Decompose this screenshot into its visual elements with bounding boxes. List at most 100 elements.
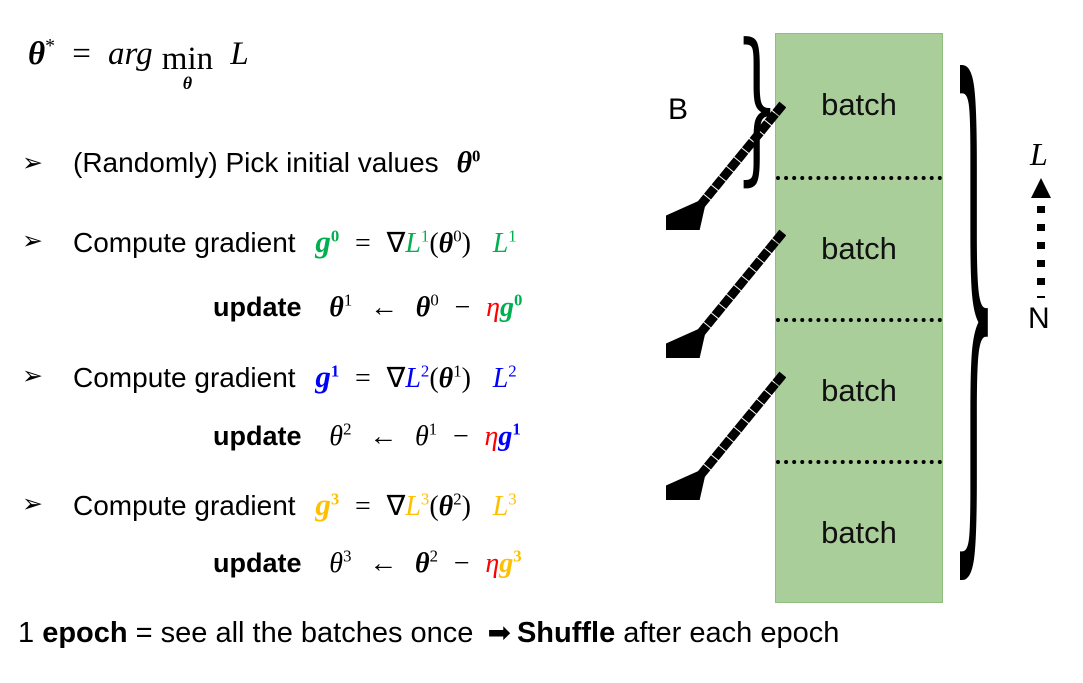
g0-symbol: g bbox=[315, 224, 331, 259]
bullet-row-gradient-1: Compute gradient g1 = ∇L2(θ1) L2 bbox=[73, 359, 517, 395]
L2-symbol: L bbox=[405, 363, 421, 394]
paren-close-3: ) bbox=[461, 491, 471, 522]
paren-open-3: ( bbox=[429, 491, 439, 522]
summary-tail: after each epoch bbox=[615, 617, 840, 649]
objective-equation: θ* = arg min θ L bbox=[28, 34, 249, 92]
min-operator-stack: min θ bbox=[161, 41, 214, 94]
up-dotted-arrow-icon bbox=[1031, 178, 1051, 298]
dotted-arrow-batch-2 bbox=[666, 229, 786, 358]
g3-update-symbol: g bbox=[499, 548, 514, 579]
theta3-superscript: 3 bbox=[343, 546, 352, 566]
gradient-equals-3: = bbox=[355, 491, 371, 522]
g3-update-superscript: 3 bbox=[513, 546, 522, 566]
paren-open-1: ( bbox=[429, 363, 439, 394]
label-total-loss-L: L bbox=[1030, 136, 1048, 172]
update-label-1: update bbox=[213, 421, 302, 451]
g0-update-superscript: 0 bbox=[513, 290, 523, 310]
update-row-0: update θ1 ← θ0 − ηg0 bbox=[213, 291, 522, 324]
theta0-symbol: θ bbox=[415, 292, 431, 323]
theta1-symbol: θ bbox=[329, 292, 344, 323]
tail-L3-superscript: 3 bbox=[508, 489, 517, 509]
batch-cell-3: batch bbox=[776, 318, 942, 460]
L2-superscript: 2 bbox=[420, 361, 430, 381]
batch-cell-1: batch bbox=[821, 87, 897, 122]
g1-update-superscript: 1 bbox=[512, 419, 521, 439]
bullet-row-gradient-0: Compute gradient g0 = ∇L1(θ0) L1 bbox=[73, 224, 517, 260]
bullet-marker-2: ➢ bbox=[22, 226, 43, 255]
tail-L3-symbol: L bbox=[492, 491, 509, 522]
theta2-arg-superscript: 2 bbox=[453, 489, 462, 509]
update-row-1: update θ2 ← θ1 − ηg1 bbox=[213, 420, 521, 453]
tail-L1-symbol: L bbox=[492, 228, 509, 259]
theta1-arg-superscript: 1 bbox=[453, 361, 462, 381]
tail-L2-superscript: 2 bbox=[508, 361, 517, 381]
label-dataset-size-N: N bbox=[1028, 302, 1050, 335]
min-operator: min bbox=[161, 41, 214, 78]
bullet-marker-1: ➢ bbox=[22, 148, 43, 177]
min-subscript-theta: θ bbox=[182, 73, 193, 94]
right-arrow-icon: ➡ bbox=[487, 616, 511, 649]
dotted-arrow-batch-3 bbox=[666, 371, 786, 500]
eta-symbol-0: η bbox=[486, 292, 500, 323]
tail-L1-superscript: 1 bbox=[508, 226, 517, 246]
gradient-equals-0: = bbox=[355, 228, 371, 259]
bullet-row-gradient-3: Compute gradient g3 = ∇L3(θ2) L3 bbox=[73, 487, 517, 523]
batch-column: batch batch batch batch bbox=[775, 33, 943, 603]
theta1-arg-symbol: θ bbox=[438, 363, 454, 394]
gradient-text-0: Compute gradient bbox=[73, 227, 296, 258]
theta1-superscript: 1 bbox=[343, 290, 353, 310]
L3-superscript: 3 bbox=[420, 489, 430, 509]
update-label-0: update bbox=[213, 292, 302, 322]
g3-superscript: 3 bbox=[330, 489, 340, 509]
batch-cell-2: batch bbox=[776, 176, 942, 318]
assign-arrow-1: ← bbox=[369, 421, 398, 452]
brace-dataset-size: } bbox=[951, 0, 997, 629]
nabla-icon-3: ∇ bbox=[386, 491, 406, 522]
summary-lead: 1 bbox=[18, 617, 43, 649]
minus-sign-0: − bbox=[454, 292, 471, 323]
eta-symbol-3: η bbox=[485, 548, 500, 579]
gradient-text-1: Compute gradient bbox=[73, 362, 296, 393]
theta-star-symbol: θ bbox=[28, 36, 46, 72]
assign-arrow-3: ← bbox=[369, 548, 398, 579]
initialize-text: (Randomly) Pick initial values bbox=[73, 147, 439, 178]
g1-superscript: 1 bbox=[330, 361, 340, 381]
minus-sign-3: − bbox=[453, 548, 470, 579]
star-superscript: * bbox=[45, 35, 56, 57]
theta1-old-symbol: θ bbox=[415, 421, 429, 452]
theta2-superscript: 2 bbox=[343, 419, 352, 439]
assign-arrow-0: ← bbox=[370, 292, 399, 323]
g1-symbol: g bbox=[315, 359, 331, 394]
summary-middle: = see all the batches once bbox=[127, 617, 482, 649]
theta0-arg-superscript: 0 bbox=[453, 226, 462, 246]
paren-open-0: ( bbox=[429, 228, 439, 259]
L1-symbol: L bbox=[405, 228, 421, 259]
theta2-symbol: θ bbox=[329, 421, 344, 452]
nabla-icon-0: ∇ bbox=[386, 228, 406, 259]
gradient-equals-1: = bbox=[355, 363, 371, 394]
g0-update-symbol: g bbox=[499, 292, 514, 323]
paren-close-1: ) bbox=[461, 363, 471, 394]
bullet-marker-4: ➢ bbox=[22, 489, 43, 518]
nabla-icon-1: ∇ bbox=[386, 363, 406, 394]
summary-epoch-bold: epoch bbox=[42, 617, 128, 649]
theta1-old-superscript: 1 bbox=[428, 419, 438, 439]
theta-init-superscript: 0 bbox=[472, 146, 481, 166]
theta2-old-superscript: 2 bbox=[429, 546, 438, 566]
eta-symbol-1: η bbox=[484, 421, 499, 452]
update-label-3: update bbox=[213, 548, 302, 578]
L1-superscript: 1 bbox=[420, 226, 430, 246]
theta0-superscript: 0 bbox=[430, 290, 439, 310]
dotted-arrow-batch-1 bbox=[666, 101, 786, 230]
label-batch-size-B: B bbox=[668, 93, 689, 126]
equals-sign: = bbox=[72, 36, 91, 72]
theta3-symbol: θ bbox=[329, 548, 344, 579]
batch-cell-4: batch bbox=[776, 460, 942, 602]
bullet-marker-3: ➢ bbox=[22, 361, 43, 390]
theta2-arg-symbol: θ bbox=[438, 491, 454, 522]
brace-batch-size: } bbox=[735, 10, 779, 203]
tail-L2-symbol: L bbox=[492, 363, 509, 394]
arg-operator: arg bbox=[108, 36, 153, 72]
theta0-arg-symbol: θ bbox=[438, 228, 454, 259]
